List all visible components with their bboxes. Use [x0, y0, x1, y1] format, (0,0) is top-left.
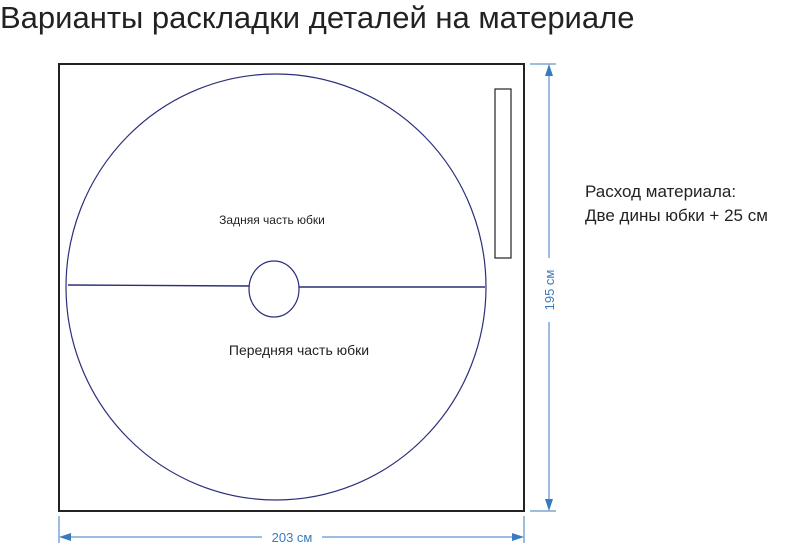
- skirt-divider-left: [67, 284, 250, 287]
- waistband-strip: [494, 88, 512, 259]
- width-arrow-right: [512, 533, 524, 541]
- back-piece-label: Задняя часть юбки: [219, 213, 325, 227]
- material-consumption-note: Расход материала: Две дины юбки + 25 см: [585, 180, 768, 228]
- fabric-outline: [58, 63, 525, 512]
- page-title: Варианты раскладки деталей на материале: [0, 0, 635, 35]
- width-arrow-left: [59, 533, 71, 541]
- note-heading: Расход материала:: [585, 182, 737, 201]
- front-piece-label: Передняя часть юбки: [229, 342, 369, 358]
- height-arrow-bottom: [545, 499, 553, 511]
- skirt-circle: [65, 73, 487, 501]
- height-arrow-top: [545, 64, 553, 76]
- waist-opening: [248, 260, 300, 318]
- note-value: Две дины юбки + 25 см: [585, 206, 768, 225]
- width-dimension-label: 203 см: [272, 530, 313, 544]
- height-dimension-label: 195 см: [542, 270, 557, 311]
